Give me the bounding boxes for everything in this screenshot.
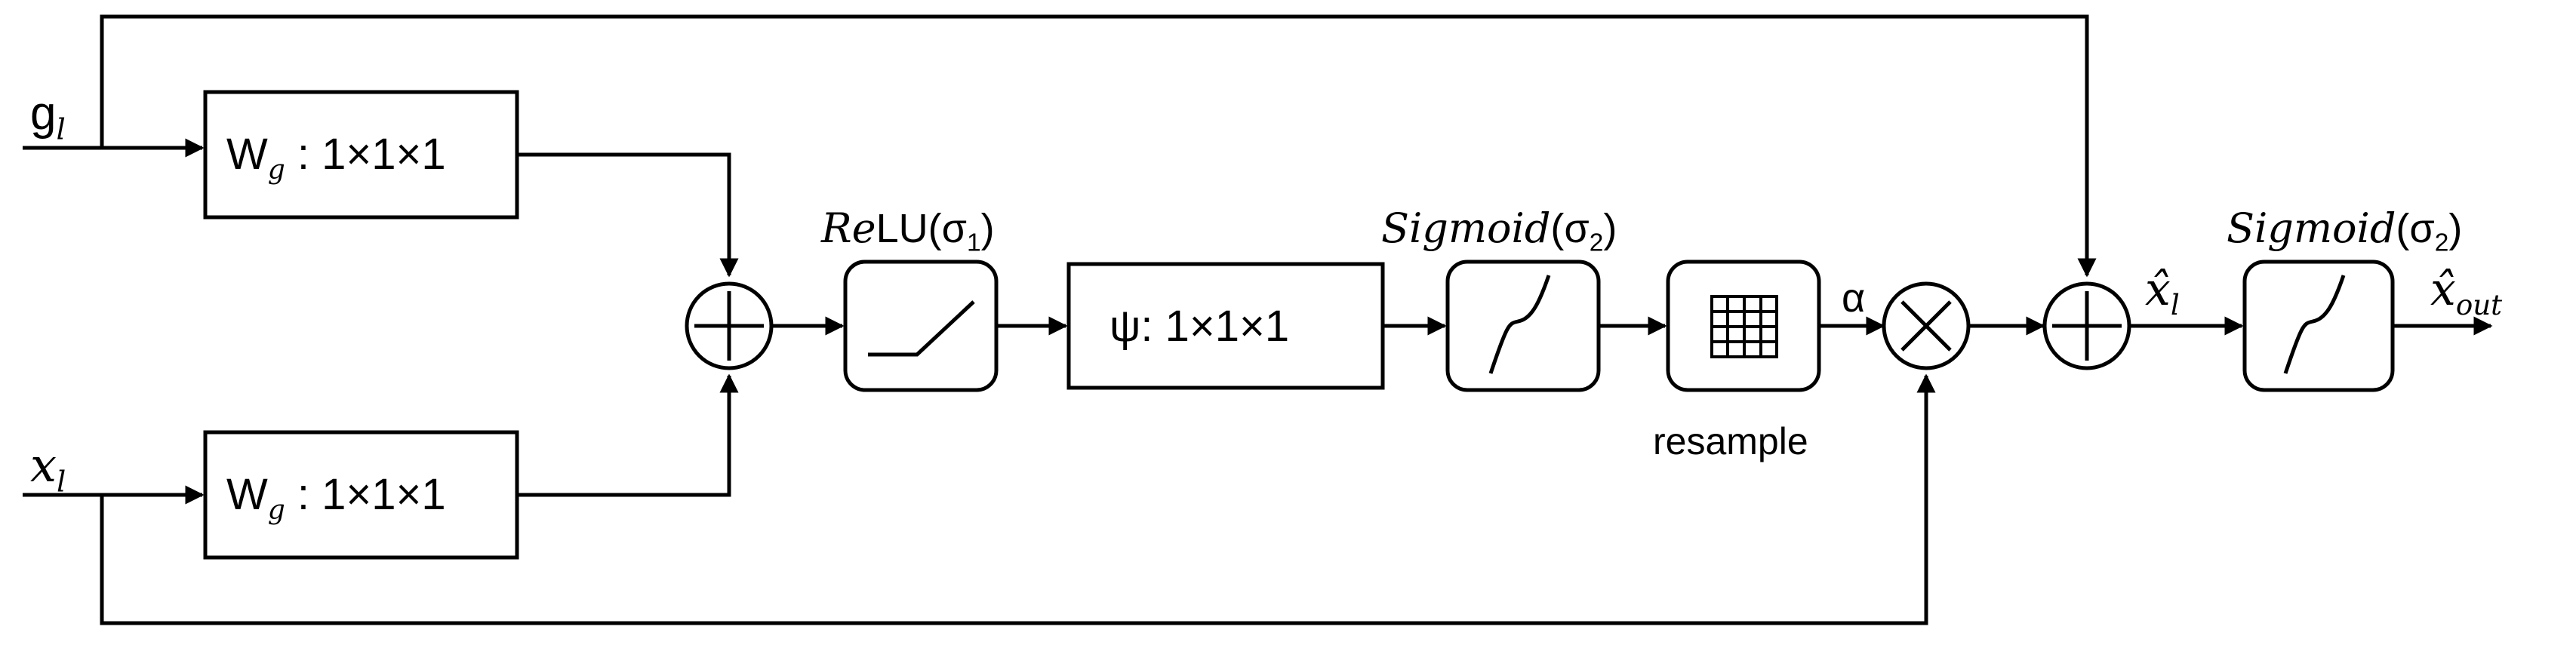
- wg-top-to-add-line: [517, 152, 739, 278]
- x-skip-connection: [100, 373, 1936, 625]
- wg-bottom-to-add-line: [517, 373, 739, 497]
- sigmoid-block-1: [1445, 260, 1601, 392]
- times-icon-b: [1900, 300, 1952, 352]
- sigmoid-curve-icon-2: [2283, 275, 2346, 374]
- wg-bottom-block: [203, 430, 519, 560]
- resample-caption: resample: [1653, 420, 1808, 462]
- relu-label: ReLU(σ1): [821, 204, 995, 257]
- sigmoid-curve-icon-1: [1488, 275, 1551, 374]
- relu-block: [843, 260, 999, 392]
- wg-bottom-label: Wg : 1×1×1: [226, 470, 446, 526]
- grid-icon: [1710, 295, 1778, 358]
- x-input-label: xl: [30, 438, 66, 499]
- psi-block: [1066, 262, 1385, 390]
- sigmoid-label-2: Sigmoid(σ2): [2227, 204, 2463, 257]
- wg-top-label: Wg : 1×1×1: [226, 130, 446, 186]
- sigmoid-label-1: Sigmoid(σ2): [1381, 204, 1617, 257]
- g-skip-connection: [100, 14, 2097, 278]
- g-input-label: gl: [30, 88, 66, 147]
- x-out-label: x̂out: [2430, 263, 2503, 322]
- relu-curve-icon: [868, 300, 975, 357]
- wg-top-block: [203, 90, 519, 220]
- alpha-label: α: [1842, 275, 1866, 321]
- x-hat-label: x̂l: [2145, 263, 2180, 322]
- psi-label: ψ: 1×1×1: [1109, 302, 1290, 351]
- sigmoid-block-2: [2242, 260, 2395, 392]
